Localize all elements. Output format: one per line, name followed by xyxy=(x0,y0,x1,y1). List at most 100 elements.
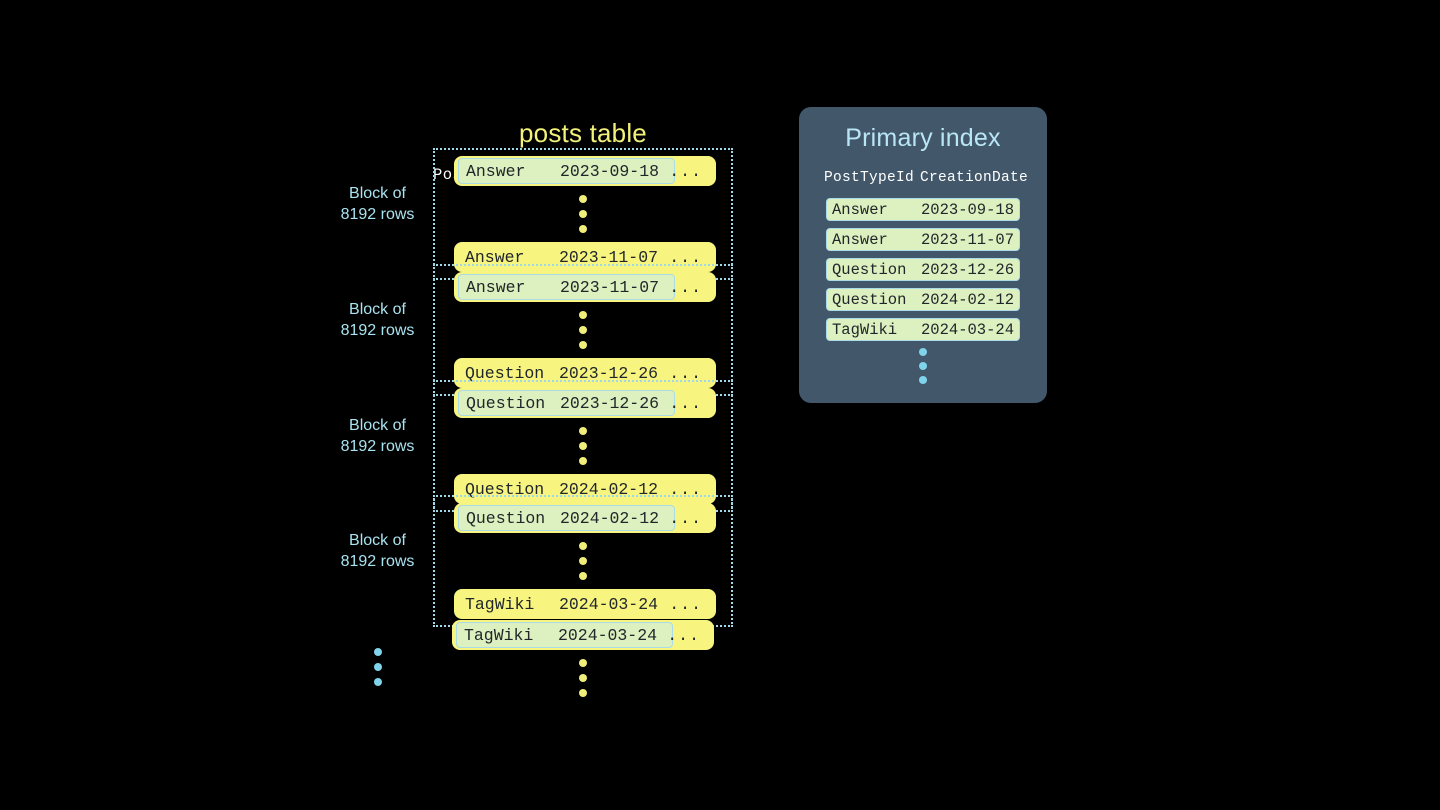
cell-posttypeid: Question xyxy=(465,363,545,383)
index-row: Answer 2023-09-18 xyxy=(826,198,1020,221)
dot xyxy=(579,659,587,667)
dot xyxy=(579,572,587,580)
dot xyxy=(579,341,587,349)
block-label-line1: Block of xyxy=(349,417,406,434)
dot xyxy=(919,376,927,384)
dot xyxy=(579,311,587,319)
index-cell-posttypeid: Question xyxy=(832,290,907,309)
trailing-row-wrap: TagWiki 2024-03-24... xyxy=(433,620,733,706)
block-label-line2: 8192 rows xyxy=(340,322,415,339)
table-row: TagWiki 2024-03-24... xyxy=(452,620,714,650)
cell-more: ... xyxy=(669,277,702,297)
block-ellipsis-dots xyxy=(435,302,731,358)
dot xyxy=(373,648,382,656)
block-label-line2: 8192 rows xyxy=(340,553,415,570)
cell-posttypeid: Answer xyxy=(466,161,526,181)
primary-index-ellipsis-dots xyxy=(799,348,1047,384)
block-label-line2: 8192 rows xyxy=(340,438,415,455)
block-label-line2: 8192 rows xyxy=(340,206,415,223)
cell-creationdate: 2024-03-24 xyxy=(559,594,659,614)
cell-creationdate: 2023-12-26 xyxy=(560,393,660,413)
index-cell-creationdate: 2023-12-26 xyxy=(921,260,1015,279)
dot xyxy=(579,210,587,218)
block-boundary: Answer 2023-11-07... Question 2023-12-26... xyxy=(433,264,733,396)
cell-more: ... xyxy=(669,479,702,499)
cell-posttypeid: Question xyxy=(465,479,545,499)
table-row: Question 2023-12-26... xyxy=(454,358,716,388)
block-ellipsis-dots xyxy=(435,533,731,589)
cell-more: ... xyxy=(669,161,702,181)
block-label: Block of 8192 rows xyxy=(330,530,425,572)
dot xyxy=(579,326,587,334)
dot xyxy=(579,195,587,203)
cell-creationdate: 2023-11-07 xyxy=(560,277,660,297)
row-highlight-box: TagWiki 2024-03-24 xyxy=(456,622,673,648)
block-ellipsis-dots xyxy=(435,186,731,242)
blocks-ellipsis-dots xyxy=(330,639,425,695)
index-cell-posttypeid: TagWiki xyxy=(832,320,898,339)
dot xyxy=(579,689,587,697)
cell-posttypeid: Question xyxy=(466,393,546,413)
posts-table-title: posts table xyxy=(519,118,647,148)
index-cell-posttypeid: Answer xyxy=(832,200,888,219)
index-cell-creationdate: 2023-11-07 xyxy=(921,230,1015,249)
dot xyxy=(579,557,587,565)
dot xyxy=(579,427,587,435)
index-cell-posttypeid: Answer xyxy=(832,230,888,249)
block-label: Block of 8192 rows xyxy=(330,415,425,457)
index-cell-creationdate: 2023-09-18 xyxy=(921,200,1015,219)
block-label-line1: Block of xyxy=(349,301,406,318)
table-row: Answer 2023-09-18... xyxy=(454,156,716,186)
cell-more: ... xyxy=(669,363,702,383)
dot xyxy=(373,678,382,686)
cell-posttypeid: TagWiki xyxy=(464,625,534,645)
index-cell-posttypeid: Question xyxy=(832,260,907,279)
table-row: Answer 2023-11-07... xyxy=(454,272,716,302)
index-row: Question 2023-12-26 xyxy=(826,258,1020,281)
dot xyxy=(579,442,587,450)
cell-more: ... xyxy=(669,393,702,413)
block-label-line1: Block of xyxy=(349,532,406,549)
cell-more: ... xyxy=(667,625,700,645)
cell-more: ... xyxy=(669,247,702,267)
cell-creationdate: 2023-09-18 xyxy=(560,161,660,181)
index-column-header-creationdate: CreationDate xyxy=(920,170,1029,186)
dot xyxy=(373,663,382,671)
cell-posttypeid: Answer xyxy=(466,277,526,297)
dot xyxy=(579,457,587,465)
index-row: Question 2024-02-12 xyxy=(826,288,1020,311)
cell-creationdate: 2023-11-07 xyxy=(559,247,659,267)
cell-more: ... xyxy=(669,508,702,528)
index-cell-creationdate: 2024-02-12 xyxy=(921,290,1015,309)
cell-posttypeid: Question xyxy=(466,508,546,528)
dot xyxy=(919,348,927,356)
posts-table-panel: posts table PostTypeId CreationDate ... … xyxy=(330,118,740,809)
cell-creationdate: 2024-03-24 xyxy=(558,625,658,645)
row-highlight-box: Answer 2023-09-18 xyxy=(458,158,675,184)
cell-creationdate: 2023-12-26 xyxy=(559,363,659,383)
dot xyxy=(579,674,587,682)
index-column-header-posttypeid: PostTypeId xyxy=(824,170,915,186)
dot xyxy=(579,542,587,550)
primary-index-column-headers: PostTypeId CreationDate xyxy=(799,170,1047,186)
row-cells: Question 2023-12-26 xyxy=(458,360,673,386)
table-row: Question 2023-12-26... xyxy=(454,388,716,418)
